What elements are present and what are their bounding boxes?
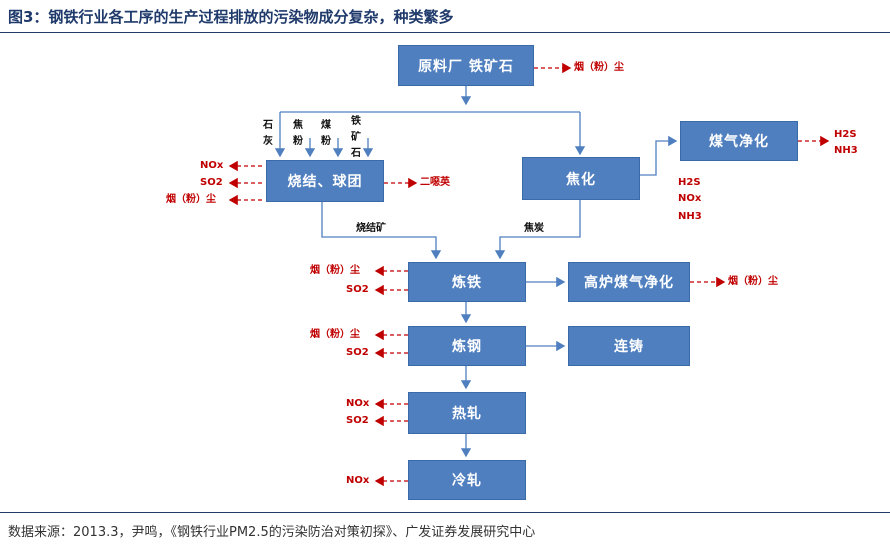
emission-hot-so2: SO2 [346, 415, 369, 426]
emission-sinter-dioxin: 二噁英 [420, 177, 450, 188]
emission-sinter-nox: NOx [200, 160, 224, 171]
input-iron-ore: 铁矿石 [351, 116, 361, 159]
coking-box: 焦化 [522, 157, 640, 200]
emission-coking-nh3: NH3 [678, 211, 702, 222]
hot-rolling-box: 热轧 [408, 392, 526, 434]
emission-sinter-so2: SO2 [200, 177, 223, 188]
emission-steel-dust: 烟（粉）尘 [310, 329, 360, 340]
bf-gas-purification-box: 高炉煤气净化 [568, 262, 690, 302]
emission-gas-h2s: H2S [834, 129, 857, 140]
steelmaking-box: 炼钢 [408, 326, 526, 366]
emission-iron-so2: SO2 [346, 284, 369, 295]
input-coal-powder: 煤粉 [321, 120, 331, 147]
emission-sinter-dust: 烟（粉）尘 [166, 194, 216, 205]
source-note: 数据来源：2013.3，尹鸣，《钢铁行业PM2.5的污染防治对策初探》、广发证券… [8, 525, 536, 540]
emission-gas-nh3: NH3 [834, 145, 858, 156]
emission-coking-h2s: H2S [678, 177, 701, 188]
ironmaking-box: 炼铁 [408, 262, 526, 302]
sintering-box: 烧结、球团 [266, 160, 384, 202]
emission-raw-yard-dust: 烟（粉）尘 [574, 62, 624, 73]
emission-hot-nox: NOx [346, 398, 370, 409]
source-divider [0, 512, 890, 513]
figure-title: 图3：钢铁行业各工序的生产过程排放的污染物成分复杂，种类繁多 [8, 8, 454, 26]
emission-cold-nox: NOx [346, 475, 370, 486]
gas-purification-box: 煤气净化 [680, 121, 798, 161]
emission-steel-so2: SO2 [346, 347, 369, 358]
input-coke-powder: 焦粉 [293, 120, 303, 147]
title-divider [0, 32, 890, 33]
input-limestone: 石灰 [263, 120, 273, 147]
emission-coking-nox: NOx [678, 193, 702, 204]
cold-rolling-box: 冷轧 [408, 460, 526, 500]
emission-bf-gas-dust: 烟（粉）尘 [728, 276, 778, 287]
flow-label-coke: 焦炭 [524, 223, 544, 234]
continuous-casting-box: 连铸 [568, 326, 690, 366]
flow-label-sinter-ore: 烧结矿 [356, 223, 386, 234]
raw-material-yard-box: 原料厂 铁矿石 [398, 45, 534, 86]
emission-iron-dust: 烟（粉）尘 [310, 265, 360, 276]
